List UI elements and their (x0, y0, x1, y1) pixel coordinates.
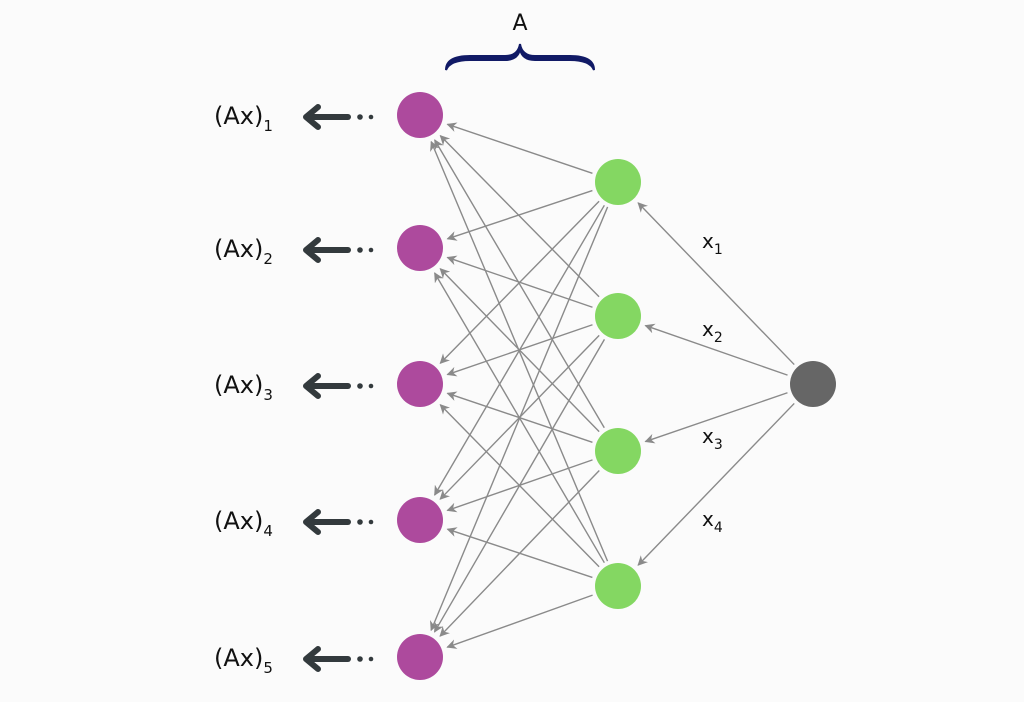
input-node-4 (595, 563, 641, 609)
input-node-2 (595, 293, 641, 339)
matrix-edge-2-3 (439, 268, 600, 433)
matrix-edge-4-4 (446, 527, 593, 579)
matrix-edge-2-2 (446, 255, 593, 308)
output-label-3: (Ax)3 (214, 371, 273, 404)
input-edge-1 (637, 202, 795, 366)
matrix-edge-2-1 (446, 189, 593, 241)
output-node-1 (397, 92, 443, 138)
input-edge-3 (644, 392, 788, 444)
source-node (790, 361, 836, 407)
output-label-5: (Ax)5 (214, 644, 273, 677)
matrix-edge-2-4 (434, 272, 605, 564)
output-node-2 (397, 225, 443, 271)
matrix-edge-1-3 (434, 139, 605, 429)
output-node-4 (397, 497, 443, 543)
output-label-2: (Ax)2 (214, 235, 273, 268)
input-edge-2 (644, 323, 788, 376)
input-label-2: x2 (702, 317, 723, 346)
input-label-4: x4 (702, 507, 723, 536)
input-label-3: x3 (702, 424, 723, 453)
matrix-label: A (512, 11, 527, 36)
output-label-4: (Ax)4 (214, 507, 273, 540)
input-label-1: x1 (702, 229, 723, 258)
output-label-1: (Ax)1 (214, 102, 273, 135)
output-arrow-icon (303, 104, 374, 130)
output-arrow-icon (303, 373, 374, 399)
matrix-edge-1-1 (446, 122, 593, 175)
input-node-3 (595, 428, 641, 474)
output-arrow-icon (303, 509, 374, 535)
matrix-edge-3-4 (439, 403, 600, 568)
output-node-5 (397, 634, 443, 680)
matrix-edge-5-4 (446, 594, 593, 649)
input-node-1 (595, 159, 641, 205)
input-edge-4 (637, 402, 795, 566)
output-node-3 (397, 361, 443, 407)
output-arrow-icon (303, 646, 374, 672)
matrix-edge-1-2 (439, 134, 600, 298)
matrix-edge-1-4 (430, 140, 609, 562)
brace (445, 43, 595, 71)
output-arrow-icon (303, 237, 374, 263)
